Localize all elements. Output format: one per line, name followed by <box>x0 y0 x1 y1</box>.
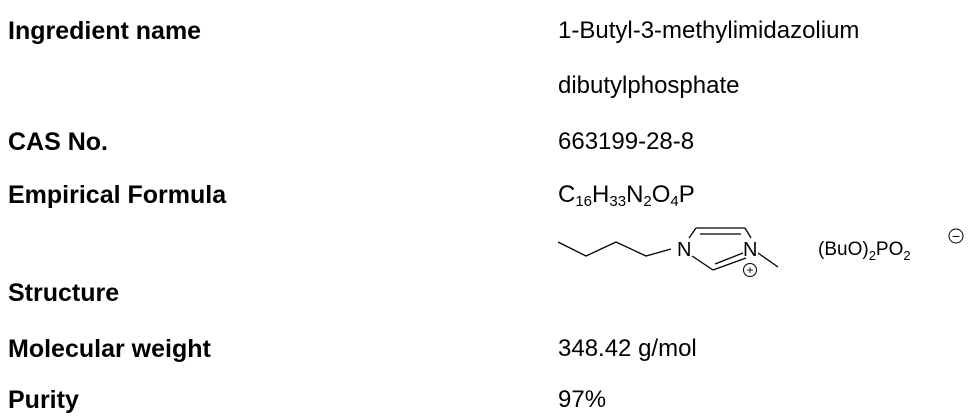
atom-n2: N <box>743 239 757 261</box>
formula-sub-h: 33 <box>609 193 627 210</box>
formula-el-h: H <box>592 181 610 208</box>
formula-label: Empirical Formula <box>8 181 227 209</box>
purity-value: 97% <box>558 386 607 413</box>
plus-charge-circle <box>743 263 757 277</box>
formula-el-c: C <box>558 181 576 208</box>
formula-sub-o: 4 <box>670 193 679 210</box>
formula-sub-c: 16 <box>575 193 593 210</box>
cas-value: 663199-28-8 <box>558 128 695 155</box>
minus-charge-circle <box>948 228 964 244</box>
plus-charge: + <box>746 263 753 277</box>
minus-charge: − <box>952 228 960 244</box>
cas-label: CAS No. <box>8 128 108 156</box>
bond-lines <box>558 227 779 271</box>
ingredient-value-line2: dibutylphosphate <box>558 72 740 99</box>
structure-diagram: N N + (BuO)2PO2 − <box>558 227 964 277</box>
mw-value: 348.42 g/mol <box>558 335 697 362</box>
atom-n1: N <box>677 239 691 261</box>
anion-sub2: 2 <box>903 248 910 263</box>
purity-label: Purity <box>8 386 79 414</box>
anion-formula: (BuO)2PO2 <box>818 239 911 263</box>
anion-mid: PO <box>876 239 903 260</box>
formula-el-o: O <box>651 181 671 208</box>
mw-label: Molecular weight <box>8 335 211 363</box>
formula-el-n: N <box>626 181 644 208</box>
formula-value: C16H33N2O4P <box>558 180 695 217</box>
formula-sub-n: 2 <box>643 193 652 210</box>
anion-sub1: 2 <box>869 248 876 263</box>
anion-prefix: (BuO) <box>818 239 869 260</box>
ingredient-label: Ingredient name <box>8 17 202 45</box>
ingredient-value-line1: 1-Butyl-3-methylimidazolium <box>558 17 860 44</box>
structure-label: Structure <box>8 279 120 307</box>
formula-el-p: P <box>678 181 695 208</box>
